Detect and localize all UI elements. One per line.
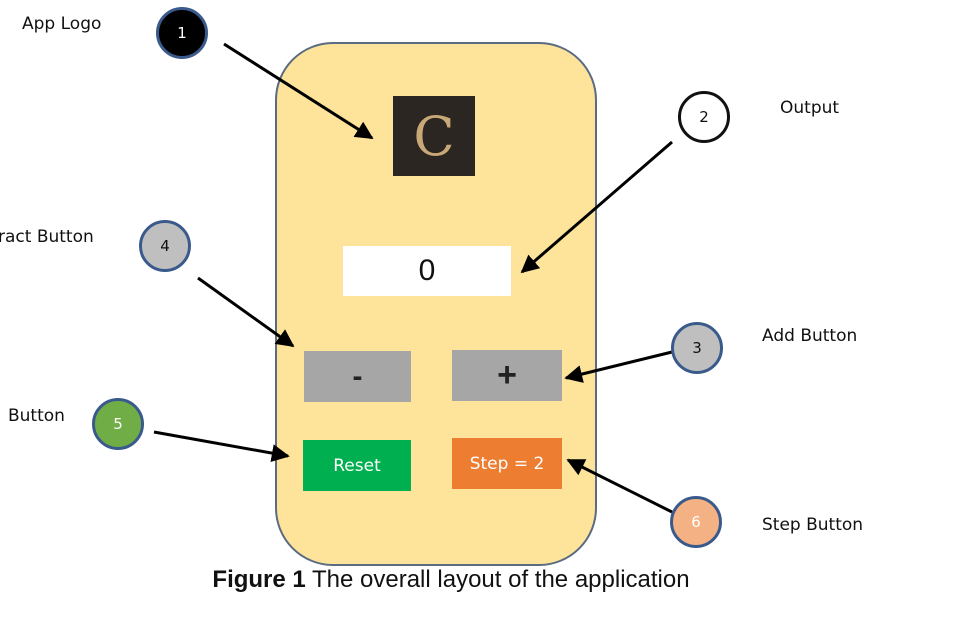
reset-button[interactable]: Reset xyxy=(303,440,411,491)
step-button[interactable]: Step = 2 xyxy=(452,438,562,489)
callout-number-3: 3 xyxy=(692,339,702,357)
callout-badge-4: 4 xyxy=(139,220,191,272)
callout-badge-2: 2 xyxy=(678,91,730,143)
output-display: 0 xyxy=(343,246,511,296)
callout-label-4: ract Button xyxy=(0,227,94,247)
arrow-add xyxy=(564,350,673,383)
arrow-logo xyxy=(223,42,374,140)
app-logo: C xyxy=(393,96,475,176)
arrow-reset xyxy=(153,430,290,463)
callout-number-6: 6 xyxy=(691,513,701,531)
arrow-step xyxy=(566,458,673,514)
caption-prefix: Figure 1 xyxy=(212,566,306,593)
callout-label-6: Step Button xyxy=(762,515,864,535)
callout-number-5: 5 xyxy=(113,415,123,433)
callout-badge-5: 5 xyxy=(92,398,144,450)
callout-label-2: Output xyxy=(780,98,840,118)
arrow-output xyxy=(520,140,673,274)
callout-badge-3: 3 xyxy=(671,322,723,374)
callout-label-3: Add Button xyxy=(762,326,858,346)
callout-number-2: 2 xyxy=(699,108,709,126)
add-button[interactable]: + xyxy=(452,350,562,401)
callout-number-1: 1 xyxy=(177,24,187,42)
callout-number-4: 4 xyxy=(160,237,170,255)
app-logo-letter: C xyxy=(413,104,455,168)
figure-caption: Figure 1 The overall layout of the appli… xyxy=(0,566,902,594)
callout-badge-1: 1 xyxy=(156,7,208,59)
output-value: 0 xyxy=(418,254,436,287)
subtract-button[interactable]: - xyxy=(304,351,411,402)
arrow-subtract xyxy=(197,276,295,348)
callout-label-1: App Logo xyxy=(22,14,102,34)
callout-badge-6: 6 xyxy=(670,496,722,548)
callout-label-5: Button xyxy=(8,406,65,426)
caption-text: The overall layout of the application xyxy=(305,566,690,593)
